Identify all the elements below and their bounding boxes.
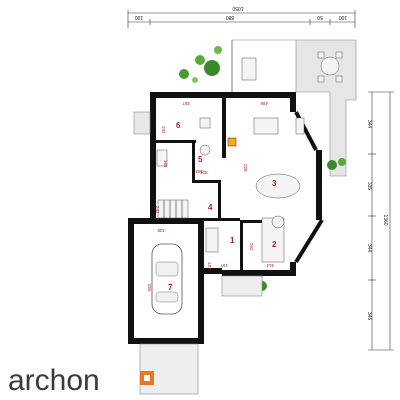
room-dim-3: 228 [243,164,248,172]
kitchen-counter [261,217,285,263]
top-segment-2: 880 [226,14,235,20]
right-segment-2: 335 [366,182,372,191]
room-number-1: 1 [230,236,235,245]
room-dim-2: 252 [249,243,254,251]
top-segment-3: 50 [317,14,323,20]
chair [317,75,325,83]
plant-icon [179,69,189,79]
exterior-walls [128,92,322,344]
car-icon [151,243,183,315]
room-dim-extra-2: 168 [163,160,168,168]
sofa [253,117,279,135]
room-number-4: 4 [208,203,213,212]
fireplace-icon [227,137,237,147]
room-number-6: 6 [176,121,181,130]
kitchen-island [271,215,285,229]
chair [335,75,343,83]
plant-icon [338,158,346,166]
room-number-7: 7 [168,283,173,292]
wardrobe [205,227,219,253]
dining-table [255,173,301,199]
overall-height-label: 1360 [382,214,388,225]
room-dim-extra-4: 314 [266,263,274,268]
top-segment-1: 100 [135,14,144,20]
plant-icon [214,46,222,54]
staircase [157,199,189,219]
room-dim-extra-5: 187 [207,262,212,270]
plant-icon [204,60,220,76]
washbasin [199,144,211,156]
top-segment-4: 100 [339,14,348,20]
logo-text: archon [8,364,100,397]
plant-icon [192,77,198,83]
room-dim-extra-7: 292 [161,126,166,134]
terrace [231,39,357,177]
archon-logo: archon [8,364,154,397]
room-dim-5: 183 [195,169,203,174]
room-dim-7: 335 [157,228,165,233]
right-segment-3: 344 [366,244,372,253]
room-dim-1: 197 [220,263,228,268]
room-dimensions: 197 252 228 242 183 357 335 495 168 105 … [147,101,274,292]
entrance [133,111,263,395]
room-number-2: 2 [272,240,277,249]
bathtub [156,149,168,167]
chair [317,51,325,59]
room-number-5: 5 [198,155,203,164]
cabinet [295,117,305,135]
bath-fixture [199,117,211,129]
right-segment-1: 344 [366,120,372,129]
furniture [156,117,305,263]
top-dimension-lines: 1050 100 880 50 100 [127,5,356,28]
right-dimension-lines: 1360 344 335 344 346 [366,91,394,351]
terrace-table [241,57,257,81]
room-dim-extra-3: 105 [200,170,208,175]
plant-icon [195,55,205,65]
right-segment-4: 346 [366,312,372,321]
plant-icon [327,160,337,170]
interior-walls [156,98,263,270]
chair [335,51,343,59]
room-dim-4: 242 [155,206,160,214]
room-dim-extra-1: 495 [260,101,268,106]
terrace-furniture [241,51,343,83]
room-number-3: 3 [272,179,277,188]
logo-square-inner [144,375,150,381]
room-dim-6: 357 [182,101,190,106]
room-dim-extra-6: 555 [147,284,152,292]
room-labels: 1 2 3 4 5 6 7 [168,121,277,292]
overall-width-label: 1050 [232,5,243,11]
round-table [320,56,340,76]
